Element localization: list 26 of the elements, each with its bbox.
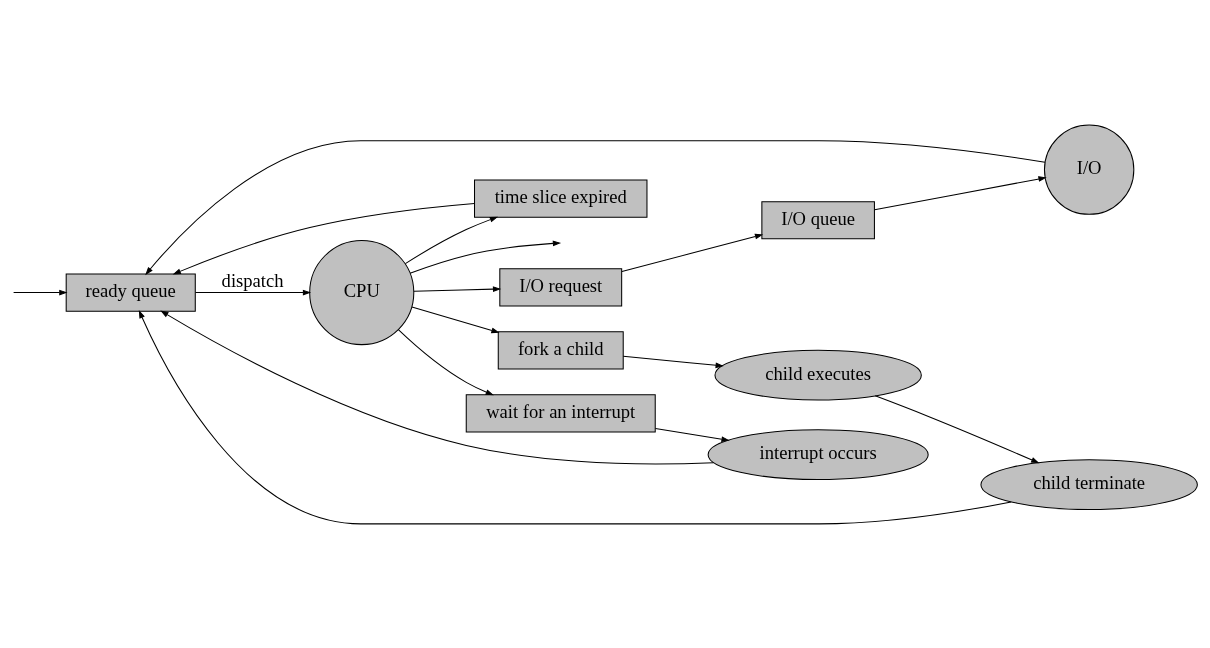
arrow <box>397 328 494 395</box>
node-box: wait for an interrupt <box>465 393 656 432</box>
arrow <box>411 306 500 333</box>
node-circle: I/O <box>1043 123 1135 215</box>
node-ellipse: interrupt occurs <box>707 428 929 480</box>
node-box: I/O queue <box>761 200 875 239</box>
arrow <box>654 427 730 442</box>
arrow <box>138 309 1012 524</box>
edge-label: dispatch <box>221 269 284 291</box>
arrow <box>160 309 715 464</box>
arrow <box>874 394 1040 463</box>
arrow <box>622 355 724 368</box>
node-circle: CPU <box>309 239 415 345</box>
arrow <box>621 233 764 272</box>
arrow <box>195 289 312 295</box>
arrow <box>172 202 475 274</box>
arrow <box>145 139 1046 275</box>
arrow <box>409 240 562 274</box>
node-box: fork a child <box>497 330 624 369</box>
arrow <box>404 216 499 264</box>
node-box: ready queue <box>65 272 196 312</box>
arrow <box>13 289 68 295</box>
node-box: time slice expired <box>474 179 648 218</box>
arrow <box>874 175 1047 210</box>
arrow <box>413 285 502 292</box>
node-box: I/O request <box>499 267 623 306</box>
